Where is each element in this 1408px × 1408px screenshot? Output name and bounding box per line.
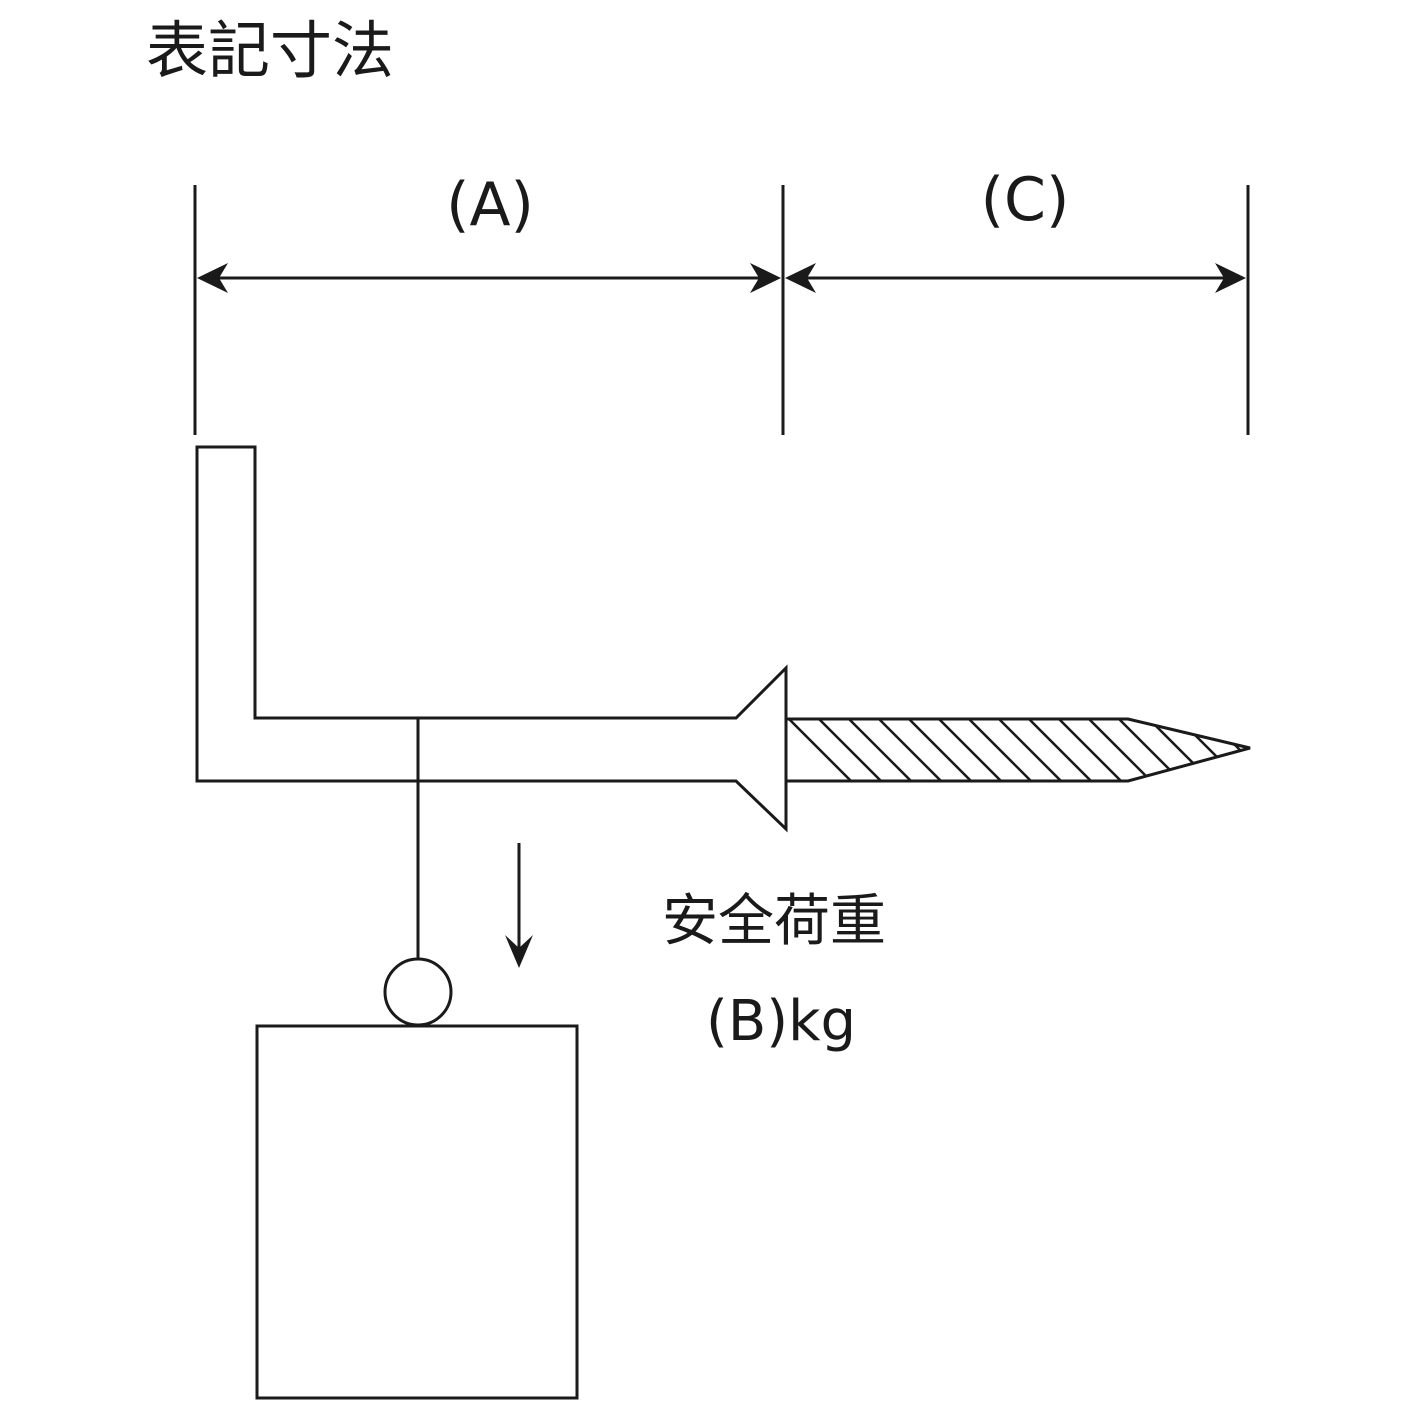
screw-thread (784, 717, 1251, 783)
load-arrow-icon (505, 843, 533, 968)
dimension-a-label: (A) (446, 170, 534, 240)
arrowhead-left-icon (197, 263, 228, 293)
diagram-title: 表記寸法 (146, 14, 394, 87)
extension-lines (193, 185, 1250, 435)
arrowhead-right-icon (750, 263, 781, 293)
load-weight (255, 1024, 579, 1400)
hanging-ring (383, 957, 453, 1027)
arrowhead-right-icon (1215, 263, 1246, 293)
safe-load-label: 安全荷重 (662, 889, 886, 954)
hook-body (195, 445, 788, 833)
dimension-line-a (197, 263, 781, 293)
dimension-c-label: (C) (981, 165, 1070, 235)
arrowhead-left-icon (785, 263, 816, 293)
dimension-line-c (785, 263, 1246, 293)
safe-load-value: (B)kg (706, 989, 856, 1054)
